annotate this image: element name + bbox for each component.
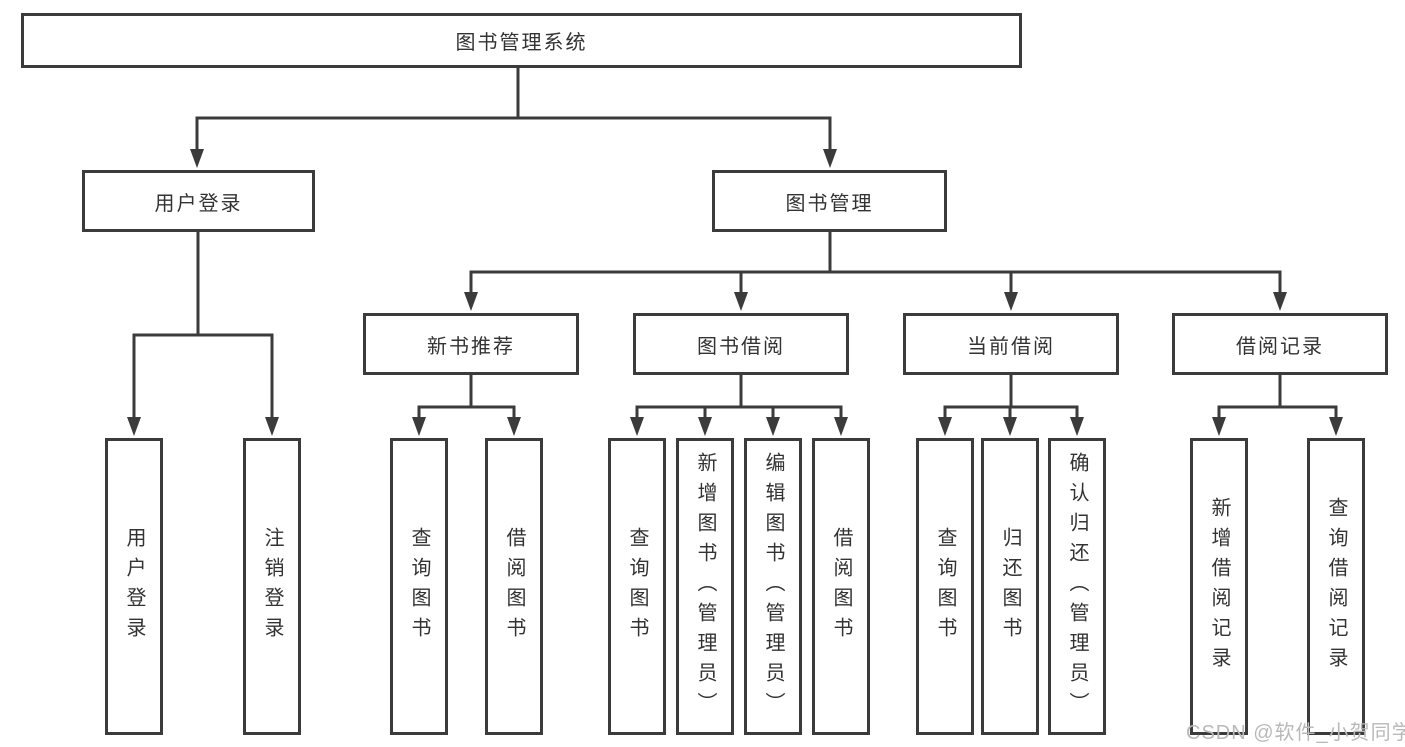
node-borrow-records: 借阅记录 bbox=[1172, 313, 1388, 375]
node-new-book-recommend: 新书推荐 bbox=[363, 313, 579, 375]
node-book-management: 图书管理 bbox=[712, 170, 947, 232]
node-root-system: 图书管理系统 bbox=[21, 13, 1022, 68]
node-current-return-books: 归还图书 bbox=[981, 438, 1039, 735]
node-book-borrow: 图书借阅 bbox=[633, 313, 849, 375]
node-borrow-add-books-admin: 新增图书（管理员） bbox=[676, 438, 734, 735]
node-current-query-books: 查询图书 bbox=[916, 438, 974, 735]
connector-root-to-level2 bbox=[195, 65, 832, 152]
node-borrow-edit-books-admin: 编辑图书（管理员） bbox=[744, 438, 802, 735]
arrowhead-icon bbox=[1329, 417, 1343, 436]
node-recommend-borrow-books: 借阅图书 bbox=[485, 438, 543, 735]
arrowhead-icon bbox=[127, 417, 141, 436]
node-current-borrow: 当前借阅 bbox=[903, 313, 1119, 375]
arrowhead-icon bbox=[412, 417, 426, 436]
arrowhead-icon bbox=[823, 149, 837, 168]
node-current-confirm-return-admin: 确认归还（管理员） bbox=[1048, 438, 1106, 735]
node-records-add-record: 新增借阅记录 bbox=[1190, 438, 1248, 735]
arrowhead-icon bbox=[938, 417, 952, 436]
connector-userlogin-to-leaves bbox=[132, 230, 274, 420]
node-recommend-query-books: 查询图书 bbox=[390, 438, 448, 735]
arrowhead-icon bbox=[1070, 417, 1084, 436]
node-login-user-login: 用户登录 bbox=[105, 438, 163, 735]
connector-current-to-leaves bbox=[943, 373, 1079, 420]
connector-bookmgmt-to-level3 bbox=[469, 230, 1282, 295]
arrowhead-icon bbox=[190, 149, 204, 168]
arrowhead-icon bbox=[464, 292, 478, 311]
connector-records-to-leaves bbox=[1217, 373, 1338, 420]
arrowhead-icon bbox=[1003, 417, 1017, 436]
arrowhead-icon bbox=[265, 417, 279, 436]
arrowhead-icon bbox=[1273, 292, 1287, 311]
node-user-login: 用户登录 bbox=[82, 170, 315, 232]
csdn-watermark: CSDN @软件_小贺同学 bbox=[1186, 722, 1405, 744]
node-borrow-query-books: 查询图书 bbox=[608, 438, 666, 735]
arrowhead-icon bbox=[734, 292, 748, 311]
arrowhead-icon bbox=[698, 417, 712, 436]
node-records-query-record: 查询借阅记录 bbox=[1307, 438, 1365, 735]
arrowhead-icon bbox=[1004, 292, 1018, 311]
arrowhead-icon bbox=[1212, 417, 1226, 436]
node-borrow-borrow-books: 借阅图书 bbox=[812, 438, 870, 735]
arrowhead-icon bbox=[834, 417, 848, 436]
arrowhead-icons bbox=[127, 149, 1343, 436]
arrowhead-icon bbox=[766, 417, 780, 436]
arrowhead-icon bbox=[507, 417, 521, 436]
connector-borrow-to-leaves bbox=[635, 373, 843, 420]
node-login-logout: 注销登录 bbox=[243, 438, 301, 735]
connector-recommend-to-leaves bbox=[417, 373, 516, 420]
arrowhead-icon bbox=[630, 417, 644, 436]
